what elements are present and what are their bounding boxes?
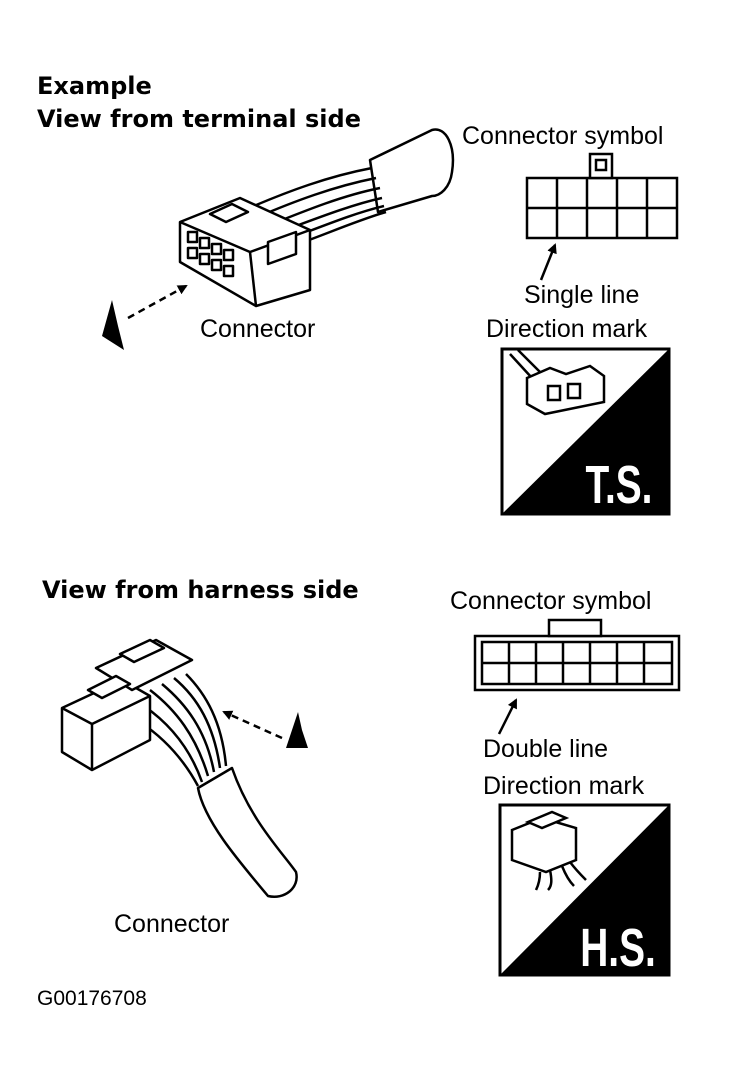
top-eye-icon <box>102 300 124 350</box>
hs-badge-text: H.S. <box>580 917 656 978</box>
harness-side-direction-mark-badge: H.S. <box>498 803 671 978</box>
harness-side-connector-illustration <box>60 638 298 899</box>
bottom-view-direction-arrow <box>222 710 283 740</box>
double-line-connector-symbol <box>473 618 681 692</box>
harness-side-heading: View from harness side <box>42 576 359 604</box>
ts-badge-text: T.S. <box>586 454 653 515</box>
top-connector-label: Connector <box>200 315 316 343</box>
bottom-connector-symbol-label: Connector symbol <box>450 587 652 615</box>
top-connector-symbol-label: Connector symbol <box>462 122 664 150</box>
single-line-pointer-arrow <box>539 243 557 281</box>
double-line-pointer-arrow <box>497 698 518 735</box>
figure-id: G00176708 <box>37 987 147 1010</box>
top-direction-mark-label: Direction mark <box>486 315 648 343</box>
double-line-label: Double line <box>483 735 609 763</box>
single-line-label: Single line <box>524 281 640 309</box>
terminal-side-direction-mark-badge: T.S. <box>500 347 671 516</box>
single-line-connector-symbol <box>525 152 679 240</box>
bottom-connector-label: Connector <box>114 910 230 938</box>
terminal-side-heading: View from terminal side <box>37 105 361 133</box>
example-heading: Example <box>37 72 152 100</box>
top-view-direction-arrow <box>127 284 188 320</box>
bottom-direction-mark-label: Direction mark <box>483 772 645 800</box>
terminal-side-connector-illustration <box>178 128 455 308</box>
bottom-eye-icon <box>286 712 308 748</box>
